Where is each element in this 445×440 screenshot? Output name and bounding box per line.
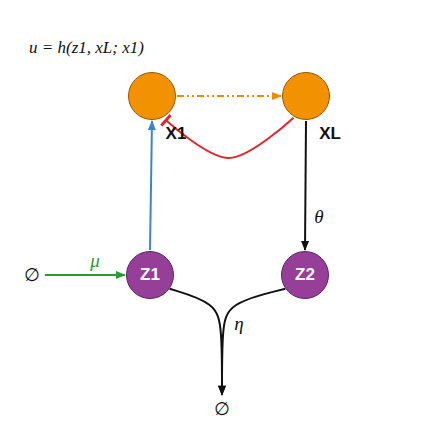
panel-shape: [9, 198, 438, 432]
species-node: XL: [282, 72, 330, 120]
node-label: X1: [166, 124, 187, 144]
molecule-dot: [187, 3, 207, 23]
inflow-arrow: [45, 274, 125, 276]
inhibition-link: [166, 118, 294, 158]
empty-set-symbol: ∅: [24, 265, 40, 286]
molecule-dot: [344, 13, 366, 35]
node-label: XL: [319, 124, 341, 144]
species-node: Z2: [281, 251, 329, 299]
context-cloud: u = h(z1, xL; x1)X1XL: [5, 0, 440, 182]
pathway-arrow: [177, 95, 281, 97]
node-label: Z1: [140, 265, 160, 285]
empty-set-symbol: ∅: [214, 399, 230, 420]
rate-label: θ: [314, 207, 323, 226]
molecule-dot: [105, 150, 125, 170]
rate-label: μ: [90, 251, 100, 270]
compartment-panel: ∅ Z1 Z2 ∅: [8, 197, 438, 432]
empty-set-node: ∅: [212, 398, 232, 421]
empty-set-node: ∅: [22, 264, 42, 287]
molecule-dot: [367, 148, 387, 168]
cloud-outline: [5, 0, 440, 182]
annihilation-arrow: [222, 289, 285, 395]
panel-outline: [8, 197, 438, 432]
annihilation-arrow: [170, 289, 222, 395]
production-arrow: [305, 121, 306, 250]
activation-arrow: [150, 121, 152, 250]
molecule-dot: [15, 102, 35, 122]
rate-label: η: [234, 313, 243, 332]
formula-label: u = h(z1, xL; x1): [29, 38, 144, 58]
species-node: Z1: [126, 251, 174, 299]
molecule-dot: [257, 5, 277, 25]
species-node: X1: [128, 72, 176, 120]
molecule-dot: [106, 9, 128, 31]
node-label: Z2: [295, 265, 315, 285]
cloud-shape: [9, 2, 438, 182]
molecule-dot: [407, 84, 427, 104]
